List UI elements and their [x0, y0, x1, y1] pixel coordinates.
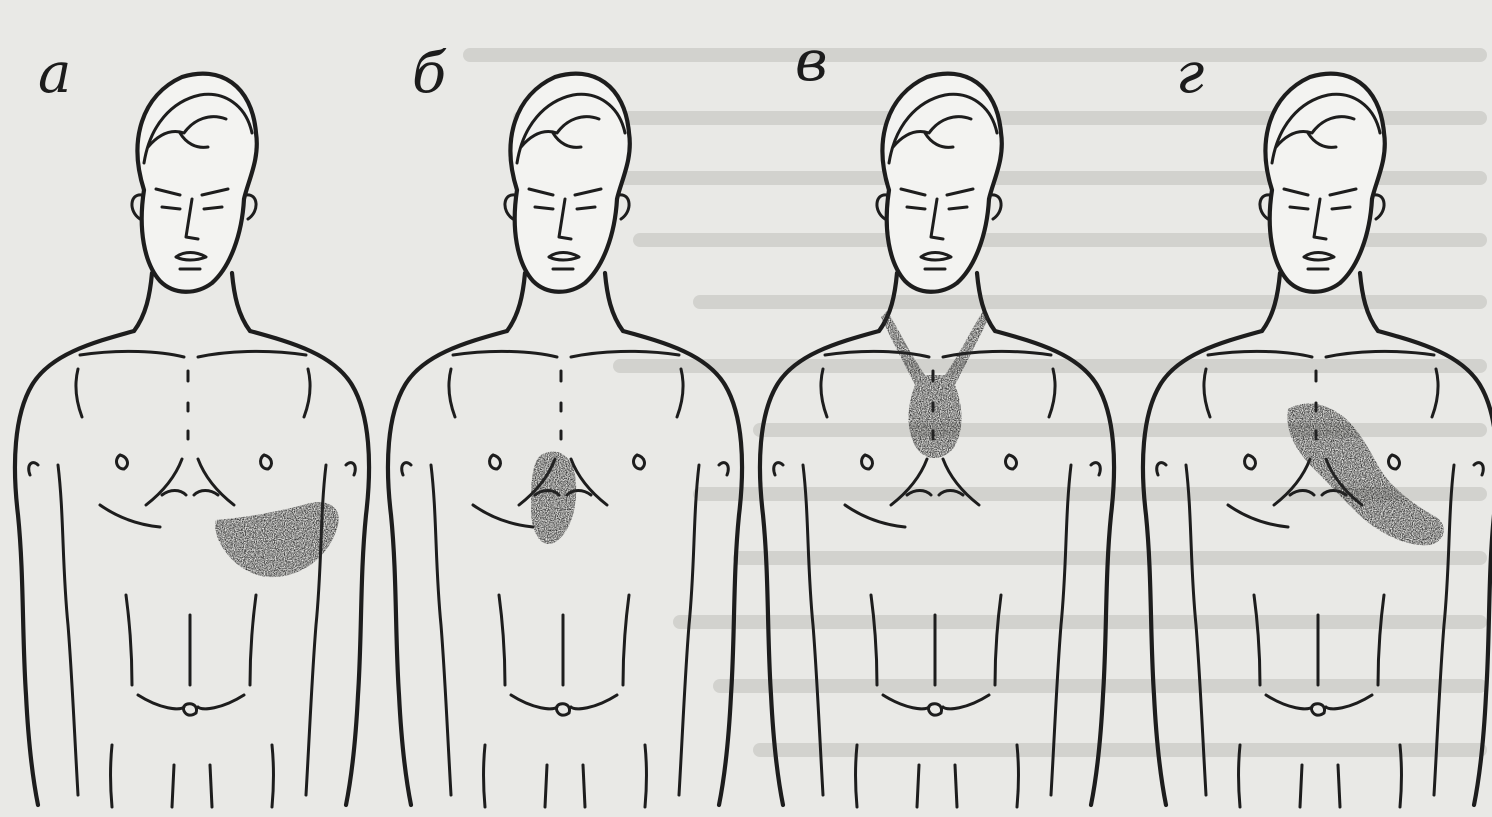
- figure-b: б: [388, 41, 742, 807]
- pain-area-retrosternal: [531, 452, 576, 544]
- figure-label-c: в: [795, 29, 828, 94]
- figure-label-b: б: [412, 41, 447, 106]
- figure-a: а: [15, 41, 369, 807]
- figure-label-d: г: [1176, 41, 1204, 106]
- figure-label-a: а: [38, 41, 71, 106]
